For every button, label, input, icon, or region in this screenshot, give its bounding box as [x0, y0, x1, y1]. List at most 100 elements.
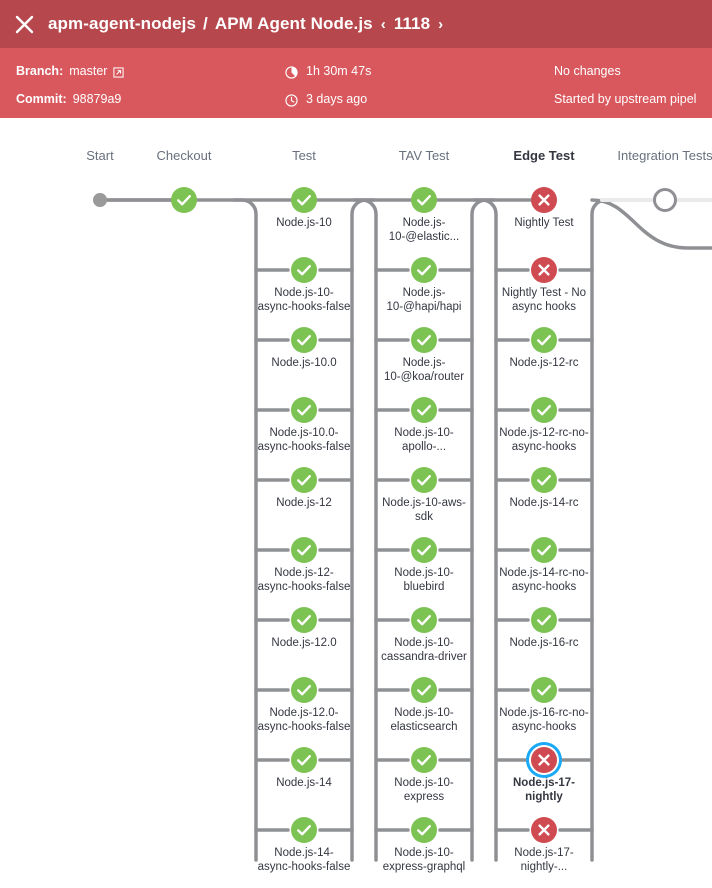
job-node-test-0[interactable] — [291, 187, 317, 213]
job-node-test-9[interactable] — [291, 817, 317, 843]
stage-node-integration-tests[interactable] — [653, 188, 677, 212]
commit-value[interactable]: 98879a9 — [72, 92, 122, 106]
next-run-button[interactable]: › — [438, 15, 444, 33]
job-label[interactable]: Node.js-10- async-hooks-false — [257, 287, 351, 313]
job-label[interactable]: Node.js-14-rc-no- async-hooks — [499, 567, 589, 593]
time-row: 3 days ago — [285, 90, 367, 108]
cause-row: Started by upstream pipel — [554, 90, 696, 108]
edge-line — [472, 198, 498, 862]
job-node-tav-test-6[interactable] — [411, 607, 437, 633]
branch-row: Branch: master — [16, 62, 125, 80]
job-label[interactable]: Node.js-10.0- async-hooks-false — [257, 427, 351, 453]
job-label[interactable]: Node.js-12- async-hooks-false — [257, 567, 351, 593]
job-label[interactable]: Node.js-16-rc — [509, 637, 579, 649]
job-label[interactable]: Node.js-10- express-graphql — [382, 847, 466, 873]
job-node-test-8[interactable] — [291, 747, 317, 773]
check-icon — [411, 677, 437, 703]
check-icon — [291, 257, 317, 283]
job-label[interactable]: Node.js-10.0 — [271, 357, 337, 369]
job-node-tav-test-7[interactable] — [411, 677, 437, 703]
job-label[interactable]: Node.js-10- apollo-... — [394, 427, 454, 453]
stage-label-integration-tests[interactable]: Integration Tests — [617, 148, 712, 163]
job-node-tav-test-8[interactable] — [411, 747, 437, 773]
job-label[interactable]: Node.js-17- nightly — [513, 777, 575, 803]
job-node-test-6[interactable] — [291, 607, 317, 633]
job-label[interactable]: Node.js-12.0- async-hooks-false — [257, 707, 351, 733]
title-bar: apm-agent-nodejs / APM Agent Node.js ‹ 1… — [0, 0, 712, 48]
stage-label-checkout[interactable]: Checkout — [156, 148, 212, 163]
job-node-test-1[interactable] — [291, 257, 317, 283]
job-label[interactable]: Node.js- 10-@elastic... — [388, 217, 460, 243]
job-label[interactable]: Node.js-17- nightly-... — [514, 847, 574, 873]
project-name[interactable]: apm-agent-nodejs — [48, 14, 197, 33]
job-node-test-4[interactable] — [291, 467, 317, 493]
check-icon — [531, 467, 557, 493]
stage-node-start[interactable] — [93, 193, 107, 207]
cross-icon — [531, 747, 557, 773]
job-node-edge-test-5[interactable] — [531, 537, 557, 563]
job-node-test-7[interactable] — [291, 677, 317, 703]
check-icon — [291, 397, 317, 423]
commit-row: Commit: 98879a9 — [16, 90, 121, 108]
job-node-tav-test-4[interactable] — [411, 467, 437, 493]
job-label[interactable]: Node.js-10- elasticsearch — [390, 707, 458, 733]
stage-node-checkout[interactable] — [171, 187, 197, 213]
close-icon — [14, 14, 35, 35]
breadcrumb: apm-agent-nodejs / APM Agent Node.js ‹ 1… — [48, 14, 444, 34]
job-label[interactable]: Node.js-16-rc-no- async-hooks — [499, 707, 589, 733]
close-button[interactable] — [0, 0, 48, 48]
clock-icon — [285, 93, 298, 107]
job-label[interactable]: Node.js-14- async-hooks-false — [257, 847, 351, 873]
stage-label-tav-test[interactable]: TAV Test — [398, 148, 450, 163]
check-icon — [411, 397, 437, 423]
job-label[interactable]: Node.js- 10-@hapi/hapi — [386, 287, 462, 313]
job-node-edge-test-3[interactable] — [531, 397, 557, 423]
job-node-edge-test-0[interactable] — [531, 187, 557, 213]
check-icon — [531, 537, 557, 563]
external-link-icon[interactable] — [113, 66, 125, 78]
job-label[interactable]: Node.js-10- bluebird — [394, 567, 454, 593]
job-node-test-5[interactable] — [291, 537, 317, 563]
job-node-test-2[interactable] — [291, 327, 317, 353]
job-label[interactable]: Node.js-10- express — [394, 777, 454, 803]
job-label[interactable]: Node.js-10 — [276, 217, 332, 229]
job-node-edge-test-9[interactable] — [531, 817, 557, 843]
stage-label-edge-test[interactable]: Edge Test — [513, 148, 575, 163]
pipeline-name[interactable]: APM Agent Node.js — [214, 14, 373, 33]
job-node-edge-test-1[interactable] — [531, 257, 557, 283]
job-node-edge-test-6[interactable] — [531, 607, 557, 633]
job-node-edge-test-2[interactable] — [531, 327, 557, 353]
cause-value: Started by upstream pipel — [554, 92, 697, 106]
job-node-edge-test-4[interactable] — [531, 467, 557, 493]
job-label[interactable]: Node.js-14 — [276, 777, 332, 789]
job-label[interactable]: Node.js-12 — [276, 497, 332, 509]
job-label[interactable]: Node.js-12-rc — [509, 357, 579, 369]
job-label[interactable]: Node.js-12-rc-no- async-hooks — [499, 427, 589, 453]
job-node-test-3[interactable] — [291, 397, 317, 423]
job-label[interactable]: Node.js-10-aws- sdk — [382, 497, 466, 523]
job-label[interactable]: Node.js-14-rc — [509, 497, 579, 509]
job-node-tav-test-9[interactable] — [411, 817, 437, 843]
job-node-tav-test-5[interactable] — [411, 537, 437, 563]
job-node-tav-test-2[interactable] — [411, 327, 437, 353]
job-node-tav-test-3[interactable] — [411, 397, 437, 423]
stage-label-test[interactable]: Test — [292, 148, 316, 163]
check-icon — [291, 607, 317, 633]
previous-run-button[interactable]: ‹ — [380, 15, 386, 33]
cross-icon — [531, 187, 557, 213]
stage-label-start[interactable]: Start — [86, 148, 114, 163]
job-label[interactable]: Nightly Test - No async hooks — [501, 287, 587, 313]
check-icon — [411, 817, 437, 843]
job-label[interactable]: Node.js-12.0 — [271, 637, 337, 649]
job-node-tav-test-0[interactable] — [411, 187, 437, 213]
job-label[interactable]: Nightly Test — [514, 217, 574, 229]
job-node-edge-test-8[interactable] — [531, 747, 557, 773]
check-icon — [531, 607, 557, 633]
check-icon — [411, 537, 437, 563]
job-label[interactable]: Node.js- 10-@koa/router — [383, 357, 465, 383]
job-label[interactable]: Node.js-10- cassandra-driver — [381, 637, 467, 663]
job-node-edge-test-7[interactable] — [531, 677, 557, 703]
job-node-tav-test-1[interactable] — [411, 257, 437, 283]
cross-icon — [531, 257, 557, 283]
